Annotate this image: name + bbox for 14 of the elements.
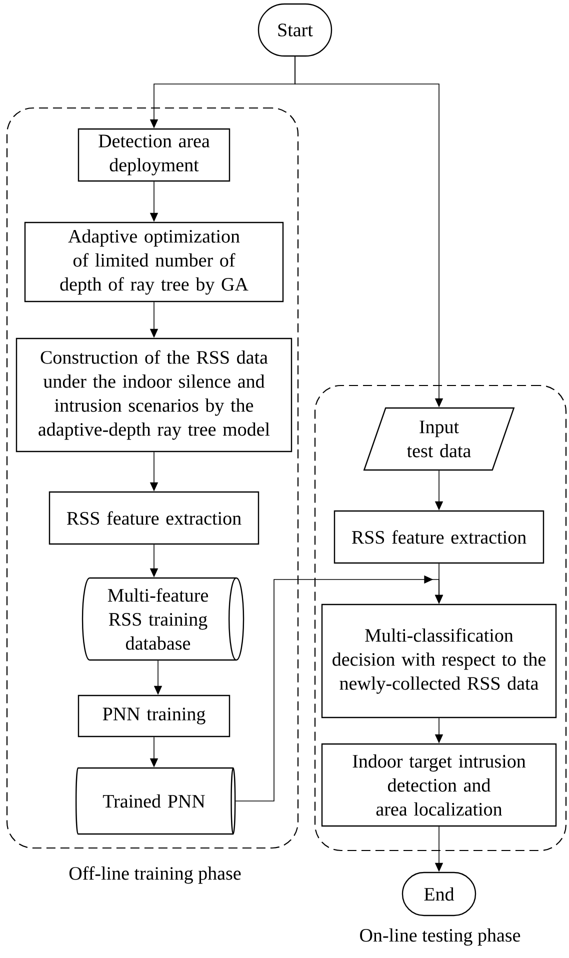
- process-box: PNN training: [78, 694, 230, 738]
- database-cylinder: Trained PNN: [75, 767, 236, 835]
- process-box: Construction of the RSS data under the indoor silence and intrusion scenarios by the adaptive-depth ray tree model: [16, 338, 292, 452]
- terminal-box: Start: [258, 3, 332, 57]
- group-label: Off-line training phase: [69, 866, 241, 884]
- process-box: RSS feature extraction: [334, 510, 544, 564]
- database-cylinder: Multi-feature RSS training database: [82, 577, 244, 661]
- process-box: Indoor target intrusion detection and area localization: [321, 743, 557, 827]
- process-box: Multi-classification decision with respect to the newly-collected RSS data: [321, 604, 557, 718]
- terminal-box: End: [402, 872, 476, 916]
- process-box: Detection area deployment: [78, 128, 230, 182]
- process-box: Adaptive optimization of limited number of depth of ray tree by GA: [24, 222, 284, 302]
- dashed-group: [314, 384, 567, 852]
- process-box: RSS feature extraction: [48, 491, 260, 545]
